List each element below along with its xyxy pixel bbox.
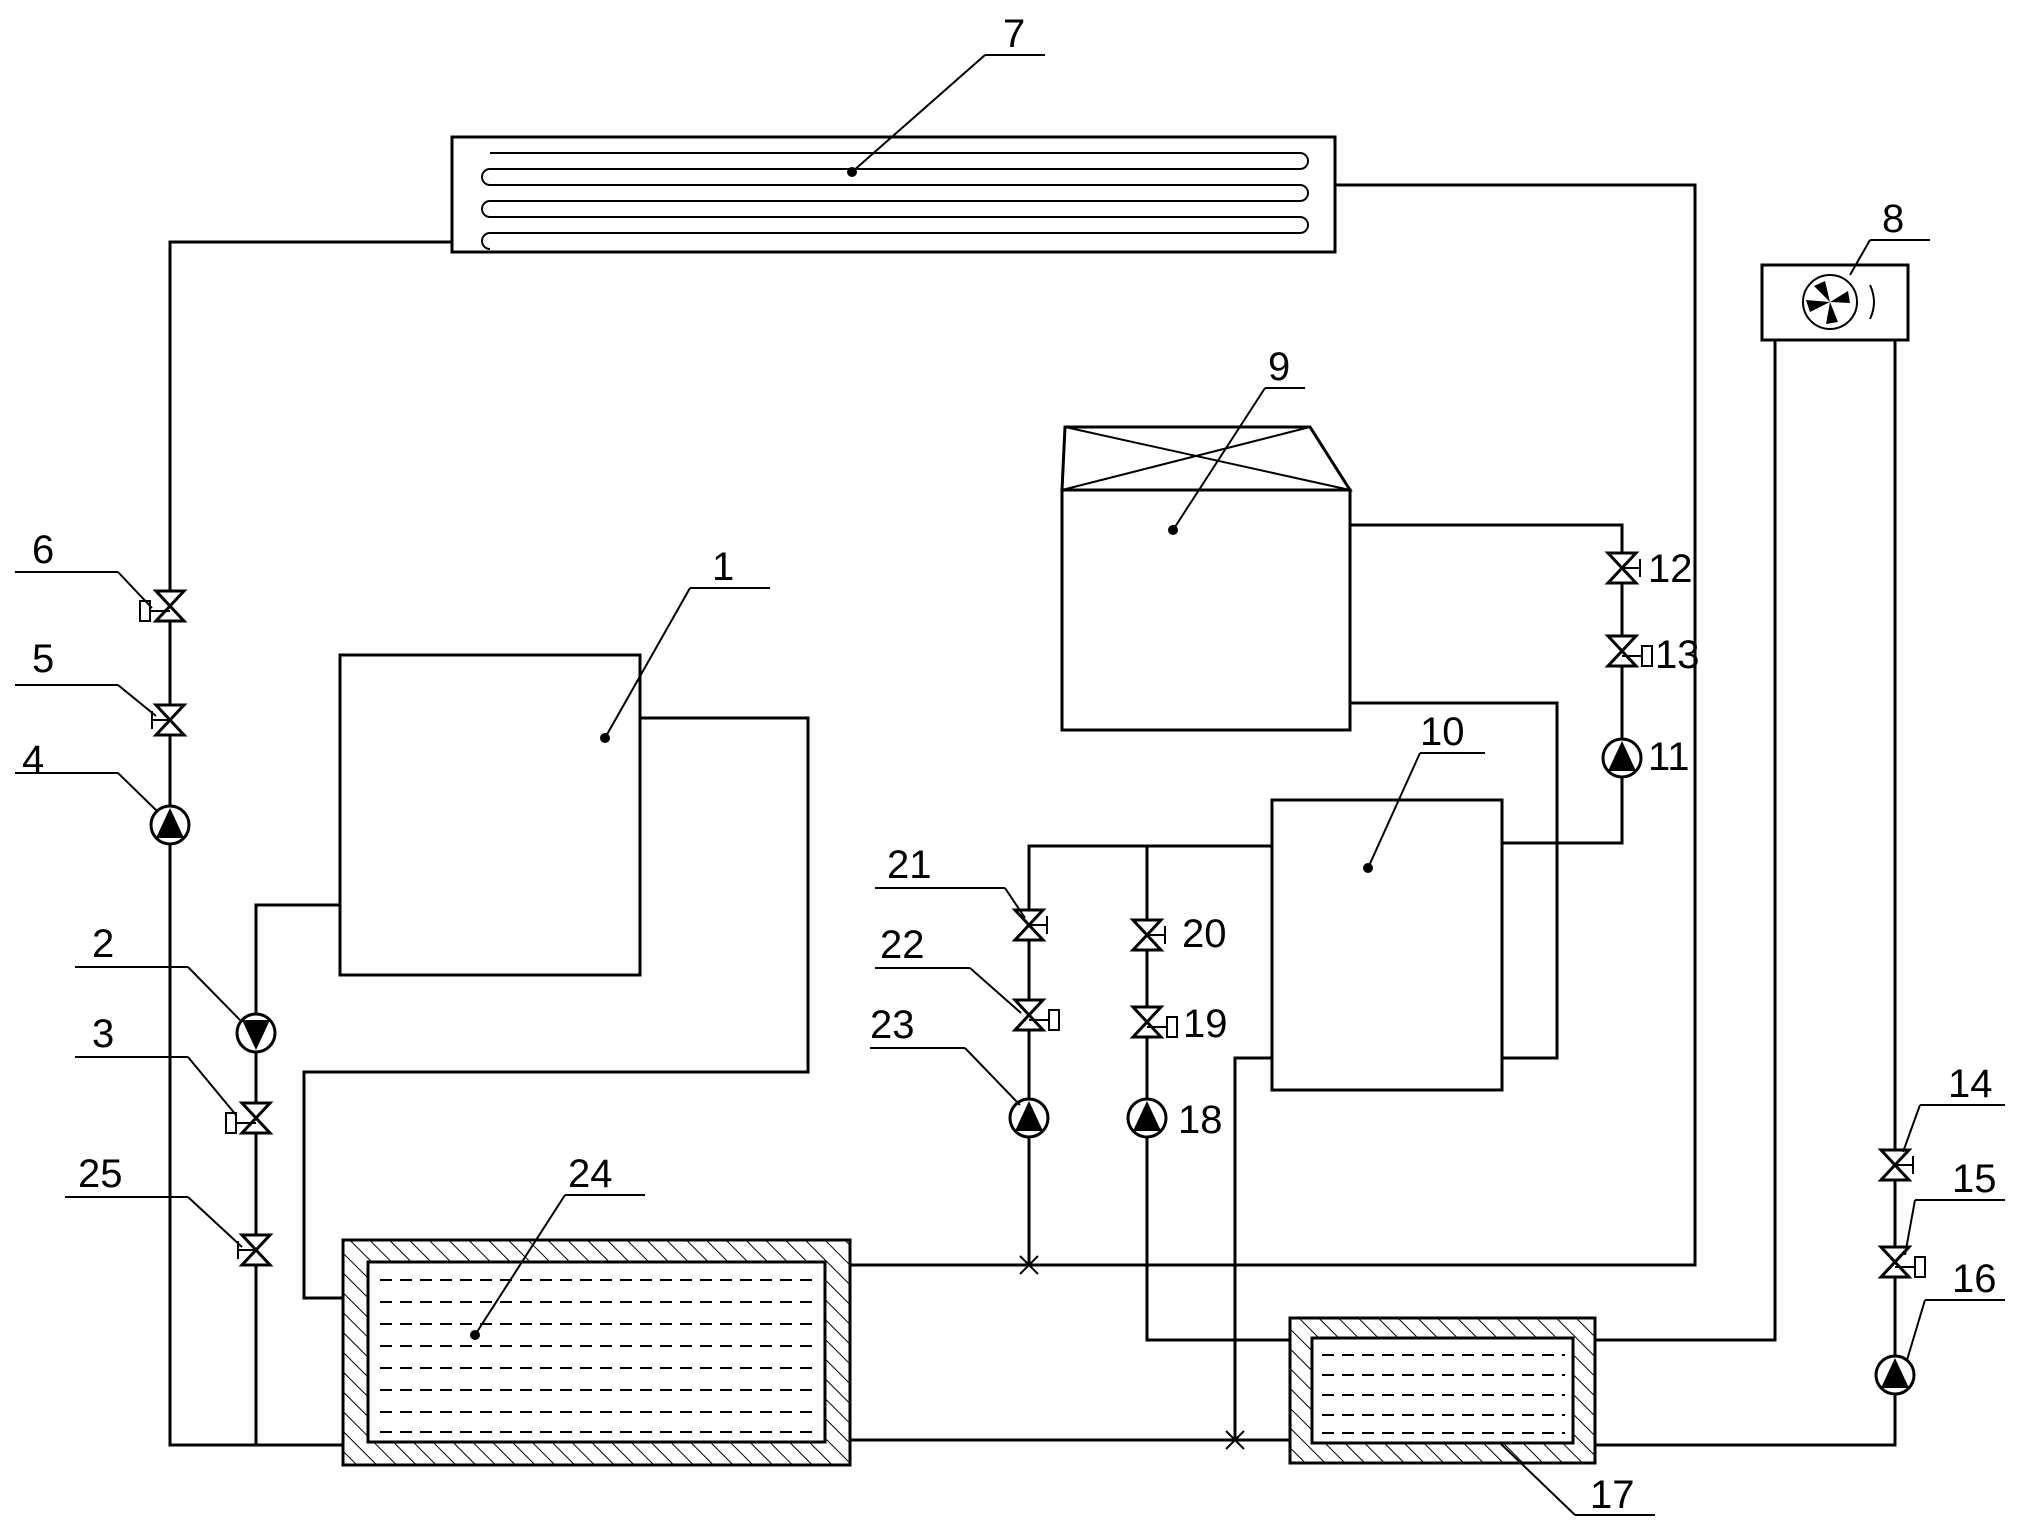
label-14: 14 (1948, 1062, 1993, 1106)
label-20: 20 (1182, 912, 1227, 956)
valve-22 (1015, 1000, 1059, 1030)
component-9-tower (1062, 427, 1350, 730)
pump-11 (1603, 739, 1641, 777)
label-21: 21 (887, 843, 932, 887)
valve-3 (226, 1103, 270, 1133)
label-13: 13 (1655, 633, 1700, 677)
label-4: 4 (22, 738, 44, 782)
label-16: 16 (1952, 1257, 1997, 1301)
label-9: 9 (1268, 345, 1290, 389)
label-6: 6 (32, 528, 54, 572)
pump-23 (1010, 1099, 1048, 1137)
pump-18 (1128, 1099, 1166, 1137)
valve-20 (1133, 920, 1165, 950)
label-2: 2 (92, 922, 114, 966)
component-10-box (1272, 800, 1502, 1090)
label-22: 22 (880, 923, 925, 967)
label-5: 5 (32, 637, 54, 681)
valve-19 (1133, 1007, 1177, 1037)
label-10: 10 (1420, 710, 1465, 754)
label-18: 18 (1178, 1098, 1223, 1142)
component-8-fan (1762, 265, 1908, 340)
valve-13 (1608, 636, 1652, 666)
label-3: 3 (92, 1012, 114, 1056)
label-8: 8 (1882, 197, 1904, 241)
component-17-tank (1290, 1318, 1595, 1463)
label-19: 19 (1183, 1002, 1228, 1046)
label-24: 24 (568, 1152, 613, 1196)
label-7: 7 (1003, 12, 1025, 56)
valve-21 (1015, 910, 1047, 940)
valve-12 (1608, 553, 1640, 583)
pump-2 (237, 1014, 275, 1052)
valve-6 (140, 591, 184, 621)
label-15: 15 (1952, 1157, 1997, 1201)
component-1-box (340, 655, 640, 975)
component-7-coil (452, 137, 1335, 252)
label-12: 12 (1648, 547, 1693, 591)
valve-25 (238, 1235, 270, 1265)
pump-16 (1876, 1356, 1914, 1394)
label-17: 17 (1590, 1473, 1635, 1517)
valve-14 (1881, 1150, 1913, 1180)
label-1: 1 (712, 545, 734, 589)
label-23: 23 (870, 1003, 915, 1047)
label-11: 11 (1648, 735, 1690, 779)
leader-lines (15, 55, 2005, 1515)
label-25: 25 (78, 1152, 123, 1196)
valve-15 (1881, 1247, 1925, 1277)
component-24-tank (343, 1240, 850, 1465)
valve-5 (152, 705, 184, 735)
